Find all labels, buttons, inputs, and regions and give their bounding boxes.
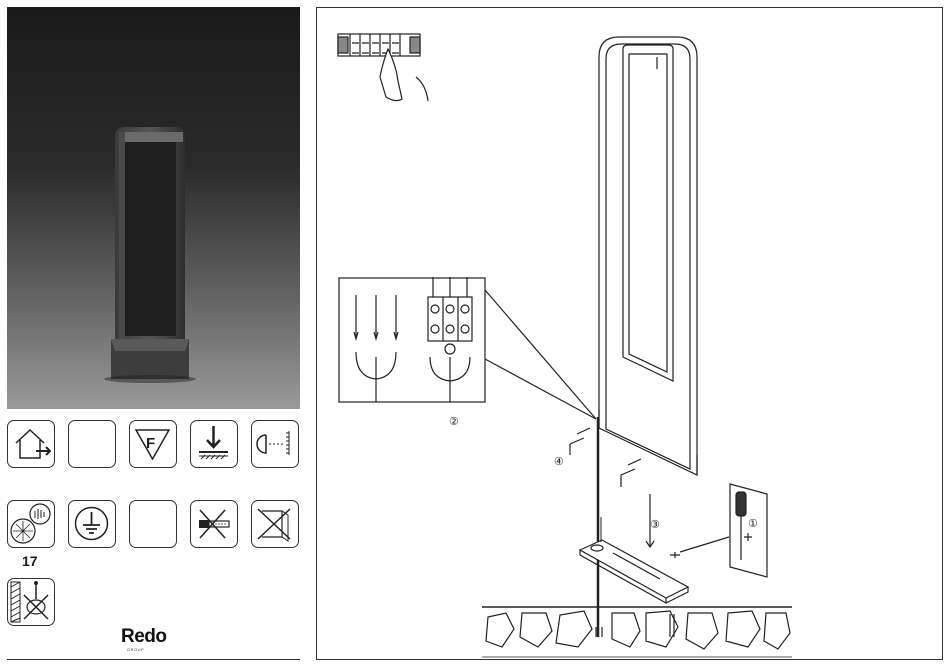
installation-diagram: ② ④ ③ ① <box>316 7 943 660</box>
light-distance-icon <box>251 420 299 468</box>
step-label-4: ④ <box>554 456 564 468</box>
blank-icon <box>129 500 177 548</box>
outdoor-use-icon <box>7 420 55 468</box>
no-halogen-lamp-icon <box>190 500 238 548</box>
f-mark-icon: F <box>129 420 177 468</box>
no-cover-icon <box>251 500 299 548</box>
step-label-2: ② <box>449 416 459 428</box>
wall-mount-no-icon <box>7 578 55 626</box>
step-label-1: ① <box>748 518 758 530</box>
wiring-inset <box>339 277 596 419</box>
terminal-block-illustration <box>338 34 428 101</box>
ground-section <box>482 607 792 657</box>
ip-rating-icon <box>7 500 55 548</box>
bollard-frame <box>599 37 697 475</box>
screwdriver-inset <box>680 484 767 577</box>
mounting-base <box>580 540 688 603</box>
brand-logo: Redo GROUP <box>121 626 167 648</box>
brand-name: Redo <box>121 626 167 647</box>
f-mark-text: F <box>146 435 155 452</box>
step-labels: ② ④ ③ ① <box>449 416 758 531</box>
product-photo <box>7 7 300 409</box>
brand-sub: GROUP <box>127 647 144 652</box>
earth-ground-icon <box>68 500 116 548</box>
bottom-divider <box>7 659 300 660</box>
blank-icon <box>68 420 116 468</box>
ground-install-icon <box>190 420 238 468</box>
bollard-lamp-photo <box>7 7 300 409</box>
ip-rating-label: 17 <box>22 553 38 569</box>
step-label-3: ③ <box>650 519 660 531</box>
